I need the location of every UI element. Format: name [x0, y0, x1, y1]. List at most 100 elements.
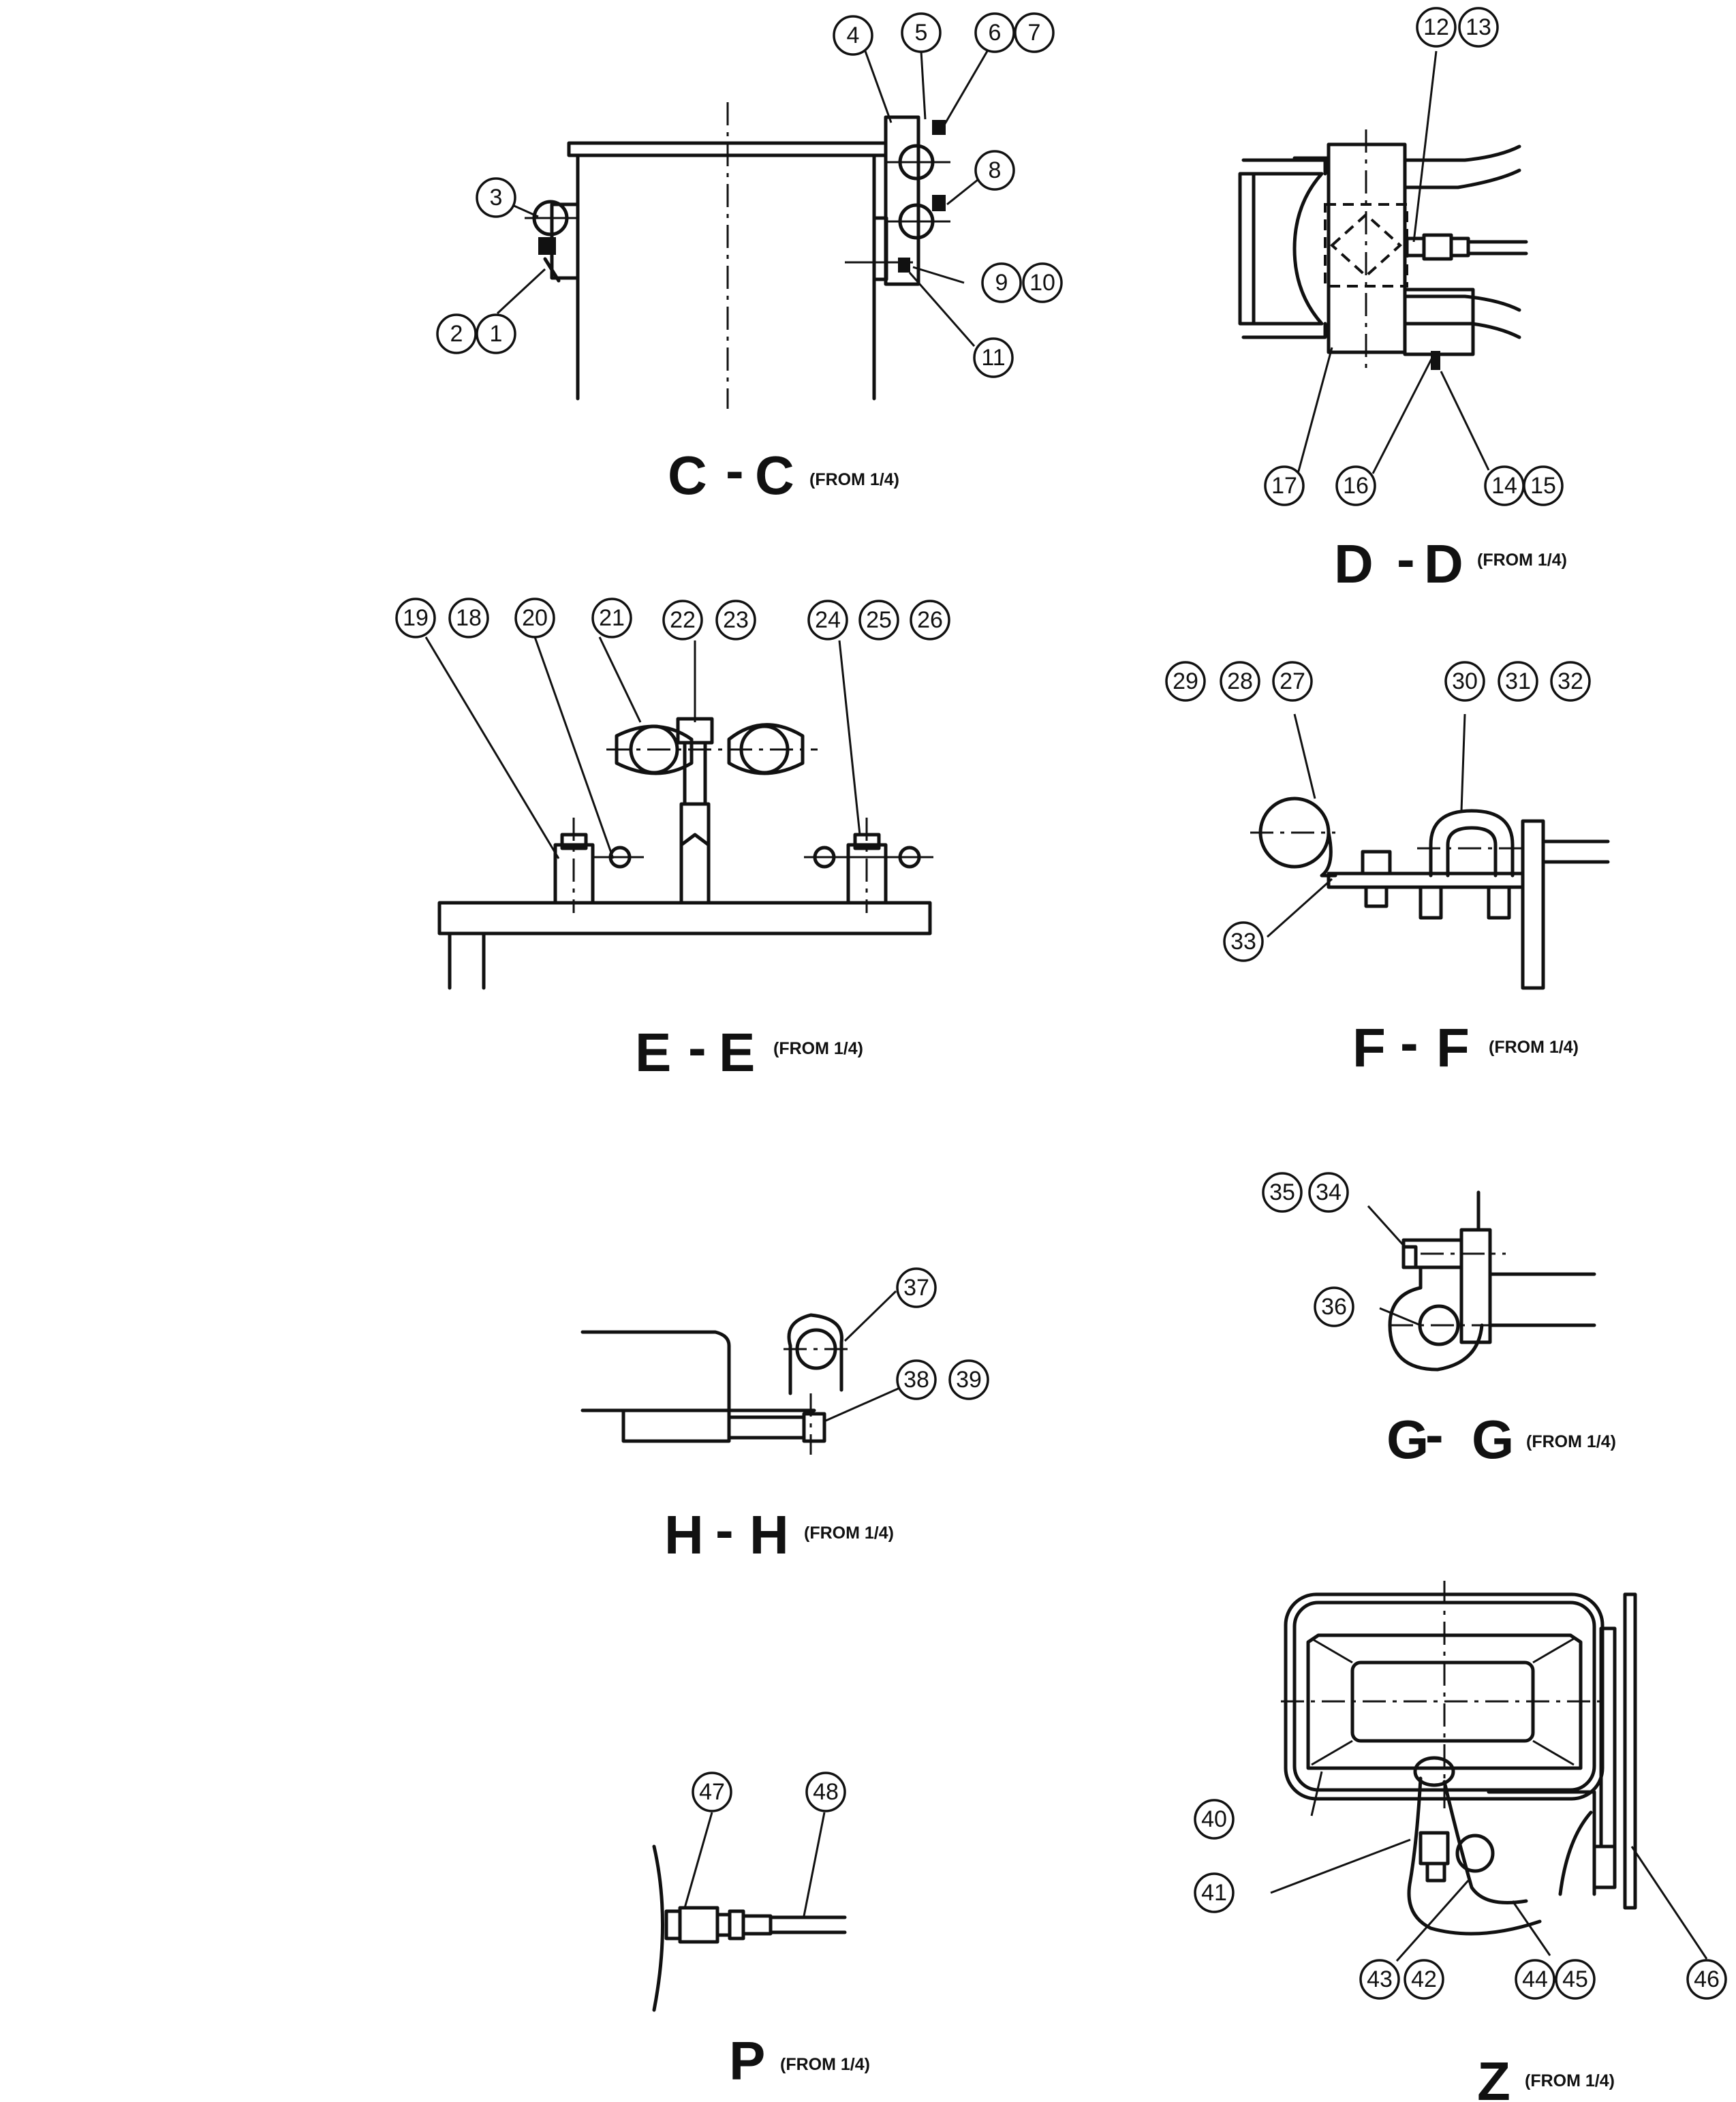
callout-2: 2: [436, 313, 477, 354]
view-ref-f-f: (FROM 1/4): [1489, 1038, 1579, 1057]
callout-42: 42: [1404, 1959, 1444, 2000]
view-ref-d-d: (FROM 1/4): [1477, 551, 1567, 570]
svg-text:1: 1: [490, 321, 503, 347]
view-label-dash: -: [688, 1017, 707, 1078]
callout-25: 25: [858, 600, 899, 640]
callout-6: 6: [974, 12, 1015, 53]
view-label-h-h-left: H: [664, 1504, 704, 1565]
view-label-g-g-right: G: [1472, 1409, 1514, 1470]
svg-text:20: 20: [522, 605, 548, 631]
svg-text:6: 6: [989, 20, 1002, 46]
view-ref-h-h: (FROM 1/4): [804, 1524, 894, 1543]
view-ref-z: (FROM 1/4): [1525, 2071, 1615, 2090]
callout-45: 45: [1555, 1959, 1596, 2000]
callout-13: 13: [1458, 7, 1499, 48]
view-label-dash: -: [1425, 1404, 1444, 1465]
view-ref-g-g: (FROM 1/4): [1526, 1432, 1616, 1451]
callout-43: 43: [1359, 1959, 1400, 2000]
svg-text:4: 4: [847, 22, 860, 48]
callout-31: 31: [1498, 661, 1538, 702]
view-label-f-f-right: F: [1436, 1017, 1470, 1078]
view-label-h-h-right: H: [749, 1504, 789, 1565]
svg-text:8: 8: [989, 157, 1002, 183]
svg-text:7: 7: [1028, 20, 1041, 46]
svg-text:45: 45: [1562, 1966, 1588, 1992]
view-ref-e-e: (FROM 1/4): [773, 1039, 863, 1058]
callout-20: 20: [514, 598, 555, 638]
callout-44: 44: [1515, 1959, 1555, 2000]
svg-text:19: 19: [403, 605, 429, 631]
svg-text:38: 38: [903, 1367, 929, 1393]
svg-text:41: 41: [1201, 1880, 1227, 1906]
callout-32: 32: [1550, 661, 1591, 702]
svg-text:11: 11: [981, 345, 1005, 371]
callout-37: 37: [896, 1267, 937, 1308]
svg-text:30: 30: [1452, 668, 1478, 694]
svg-text:46: 46: [1694, 1966, 1720, 1992]
callout-3: 3: [476, 177, 516, 218]
svg-text:24: 24: [815, 607, 841, 633]
view-label-p-letter: P: [729, 2030, 765, 2091]
view-g-g-drawing: [1367, 1190, 1596, 1372]
svg-text:10: 10: [1029, 270, 1055, 296]
callout-4: 4: [833, 15, 873, 56]
callout-bubbles: 1 2 3 4 5 6 7 8 9 10 11 12 13 14 15 16 1…: [395, 7, 1727, 2000]
callout-27: 27: [1272, 661, 1313, 702]
view-ref-c-c: (FROM 1/4): [809, 470, 899, 489]
svg-text:17: 17: [1271, 473, 1297, 499]
view-label-d-d: D - D (FROM 1/4): [1334, 529, 1567, 594]
callout-16: 16: [1335, 465, 1376, 506]
svg-text:14: 14: [1491, 473, 1517, 499]
svg-text:27: 27: [1280, 668, 1305, 694]
callout-46: 46: [1686, 1959, 1727, 2000]
svg-text:16: 16: [1343, 473, 1369, 499]
callout-47: 47: [692, 1772, 732, 1812]
svg-text:12: 12: [1423, 14, 1449, 40]
callout-36: 36: [1314, 1286, 1354, 1327]
callout-7: 7: [1014, 12, 1055, 53]
view-label-f-f: F - F (FROM 1/4): [1352, 1013, 1579, 1078]
callout-21: 21: [591, 598, 632, 638]
view-label-dash: -: [1397, 529, 1415, 589]
callout-11: 11: [973, 337, 1014, 378]
view-label-dash: -: [715, 1500, 734, 1560]
view-label-p: P (FROM 1/4): [729, 2030, 870, 2091]
view-label-h-h: H - H (FROM 1/4): [664, 1500, 894, 1565]
svg-text:29: 29: [1173, 668, 1198, 694]
svg-text:34: 34: [1316, 1179, 1342, 1205]
svg-text:37: 37: [903, 1275, 929, 1301]
view-h-h-drawing: [580, 1290, 903, 1455]
callout-17: 17: [1264, 465, 1305, 506]
view-label-e-e-right: E: [719, 1022, 755, 1083]
view-label-f-f-left: F: [1352, 1017, 1386, 1078]
callout-1: 1: [476, 313, 516, 354]
view-label-g-g-left: G: [1386, 1409, 1429, 1470]
callout-19: 19: [395, 598, 436, 638]
view-c-c-drawing: [496, 47, 991, 409]
view-d-d-drawing: [1238, 50, 1528, 474]
view-z-drawing: [1270, 1581, 1708, 1962]
svg-text:13: 13: [1466, 14, 1491, 40]
callout-41: 41: [1194, 1872, 1235, 1913]
callout-9: 9: [981, 262, 1022, 303]
svg-text:36: 36: [1321, 1294, 1347, 1320]
svg-text:23: 23: [723, 607, 749, 633]
svg-text:44: 44: [1522, 1966, 1548, 1992]
callout-24: 24: [807, 600, 848, 640]
view-label-dash: -: [1400, 1013, 1419, 1073]
callout-28: 28: [1220, 661, 1260, 702]
svg-text:47: 47: [699, 1779, 725, 1805]
callout-22: 22: [662, 600, 703, 640]
view-label-dash: -: [726, 440, 744, 501]
callout-35: 35: [1262, 1172, 1303, 1213]
callout-14: 14: [1484, 465, 1525, 506]
view-p-drawing: [652, 1812, 847, 2012]
view-label-z: Z (FROM 1/4): [1477, 2051, 1615, 2102]
view-label-d-d-right: D: [1424, 534, 1463, 594]
callout-48: 48: [805, 1772, 846, 1812]
callout-23: 23: [715, 600, 756, 640]
callout-33: 33: [1223, 921, 1264, 962]
callout-29: 29: [1165, 661, 1206, 702]
callout-39: 39: [948, 1359, 989, 1400]
